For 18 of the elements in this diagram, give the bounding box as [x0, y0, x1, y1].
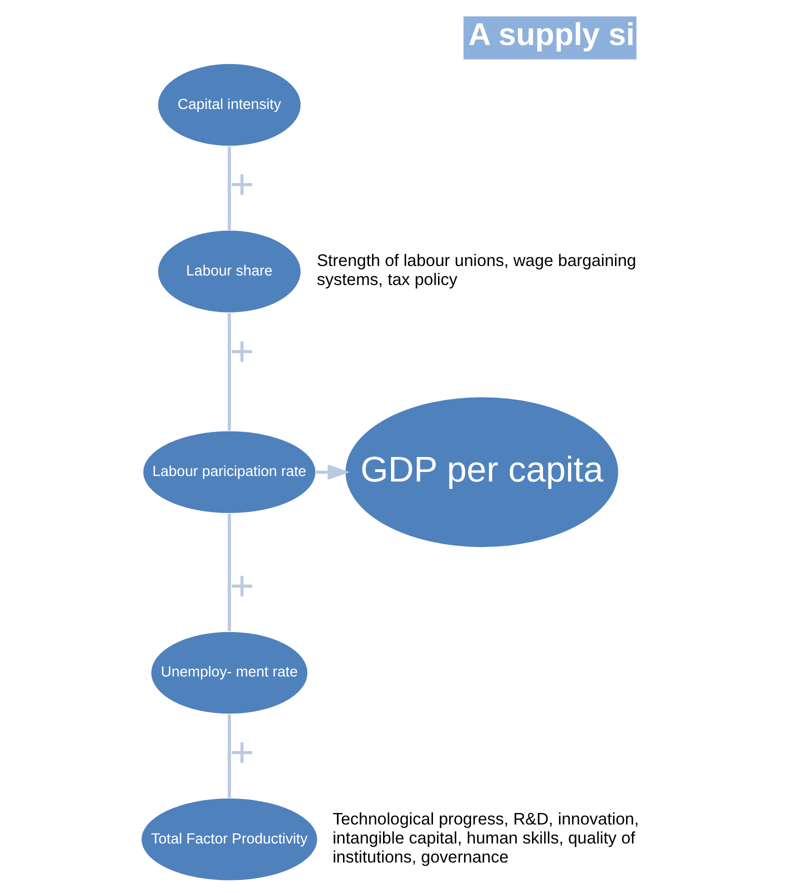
edge-label: + [229, 160, 254, 208]
connector [227, 146, 230, 230]
node-label: Strength of labour unions, wage bargaining systems, tax policy [316, 251, 636, 289]
node-ellipse: Total Factor Productivity [140, 798, 318, 882]
node-ellipse: Capital intensity [156, 63, 302, 147]
arrow [316, 464, 350, 480]
node-ellipse: GDP per capita [344, 396, 619, 548]
connector [227, 514, 230, 632]
node-ellipse: Labour share [156, 230, 302, 314]
diagram-title: A supply si [468, 17, 634, 52]
node-ellipse: Labour paricipation rate [142, 430, 316, 514]
edge-label: + [229, 728, 254, 776]
node-label: Technological progress, R&D, innovation, intangible capital, human skills, quality of institutions, governance [332, 810, 638, 866]
edge-label: + [229, 327, 254, 374]
edge-label: + [229, 562, 254, 609]
node-ellipse: Unemploy- ment rate [150, 630, 308, 715]
connector [227, 714, 230, 798]
connector [227, 313, 230, 431]
